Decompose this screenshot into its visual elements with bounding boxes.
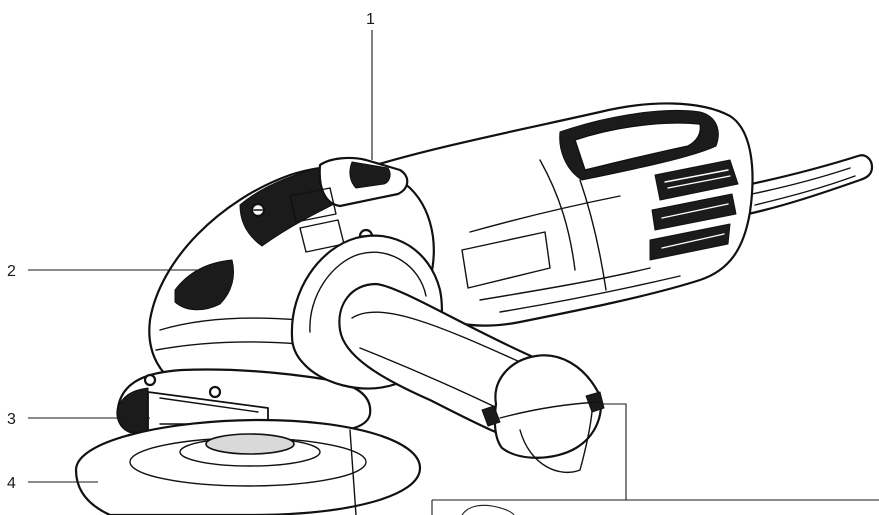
- callout-2: 2: [7, 263, 200, 280]
- callout-1: 1: [366, 11, 375, 160]
- callout-2-label: 2: [7, 263, 16, 280]
- ventilation-slots: [649, 159, 739, 261]
- grinding-disc: [74, 418, 422, 515]
- side-handle: [290, 234, 605, 474]
- power-cord: [740, 154, 874, 216]
- callout-4: 4: [7, 475, 98, 492]
- on-off-switch: [289, 156, 409, 253]
- callout-3: 3: [7, 411, 150, 428]
- callout-4-label: 4: [7, 475, 16, 492]
- callout-1-label: 1: [366, 11, 375, 28]
- motor-housing: [358, 102, 754, 327]
- callout-3-label: 3: [7, 411, 16, 428]
- inset-frame: [431, 403, 879, 515]
